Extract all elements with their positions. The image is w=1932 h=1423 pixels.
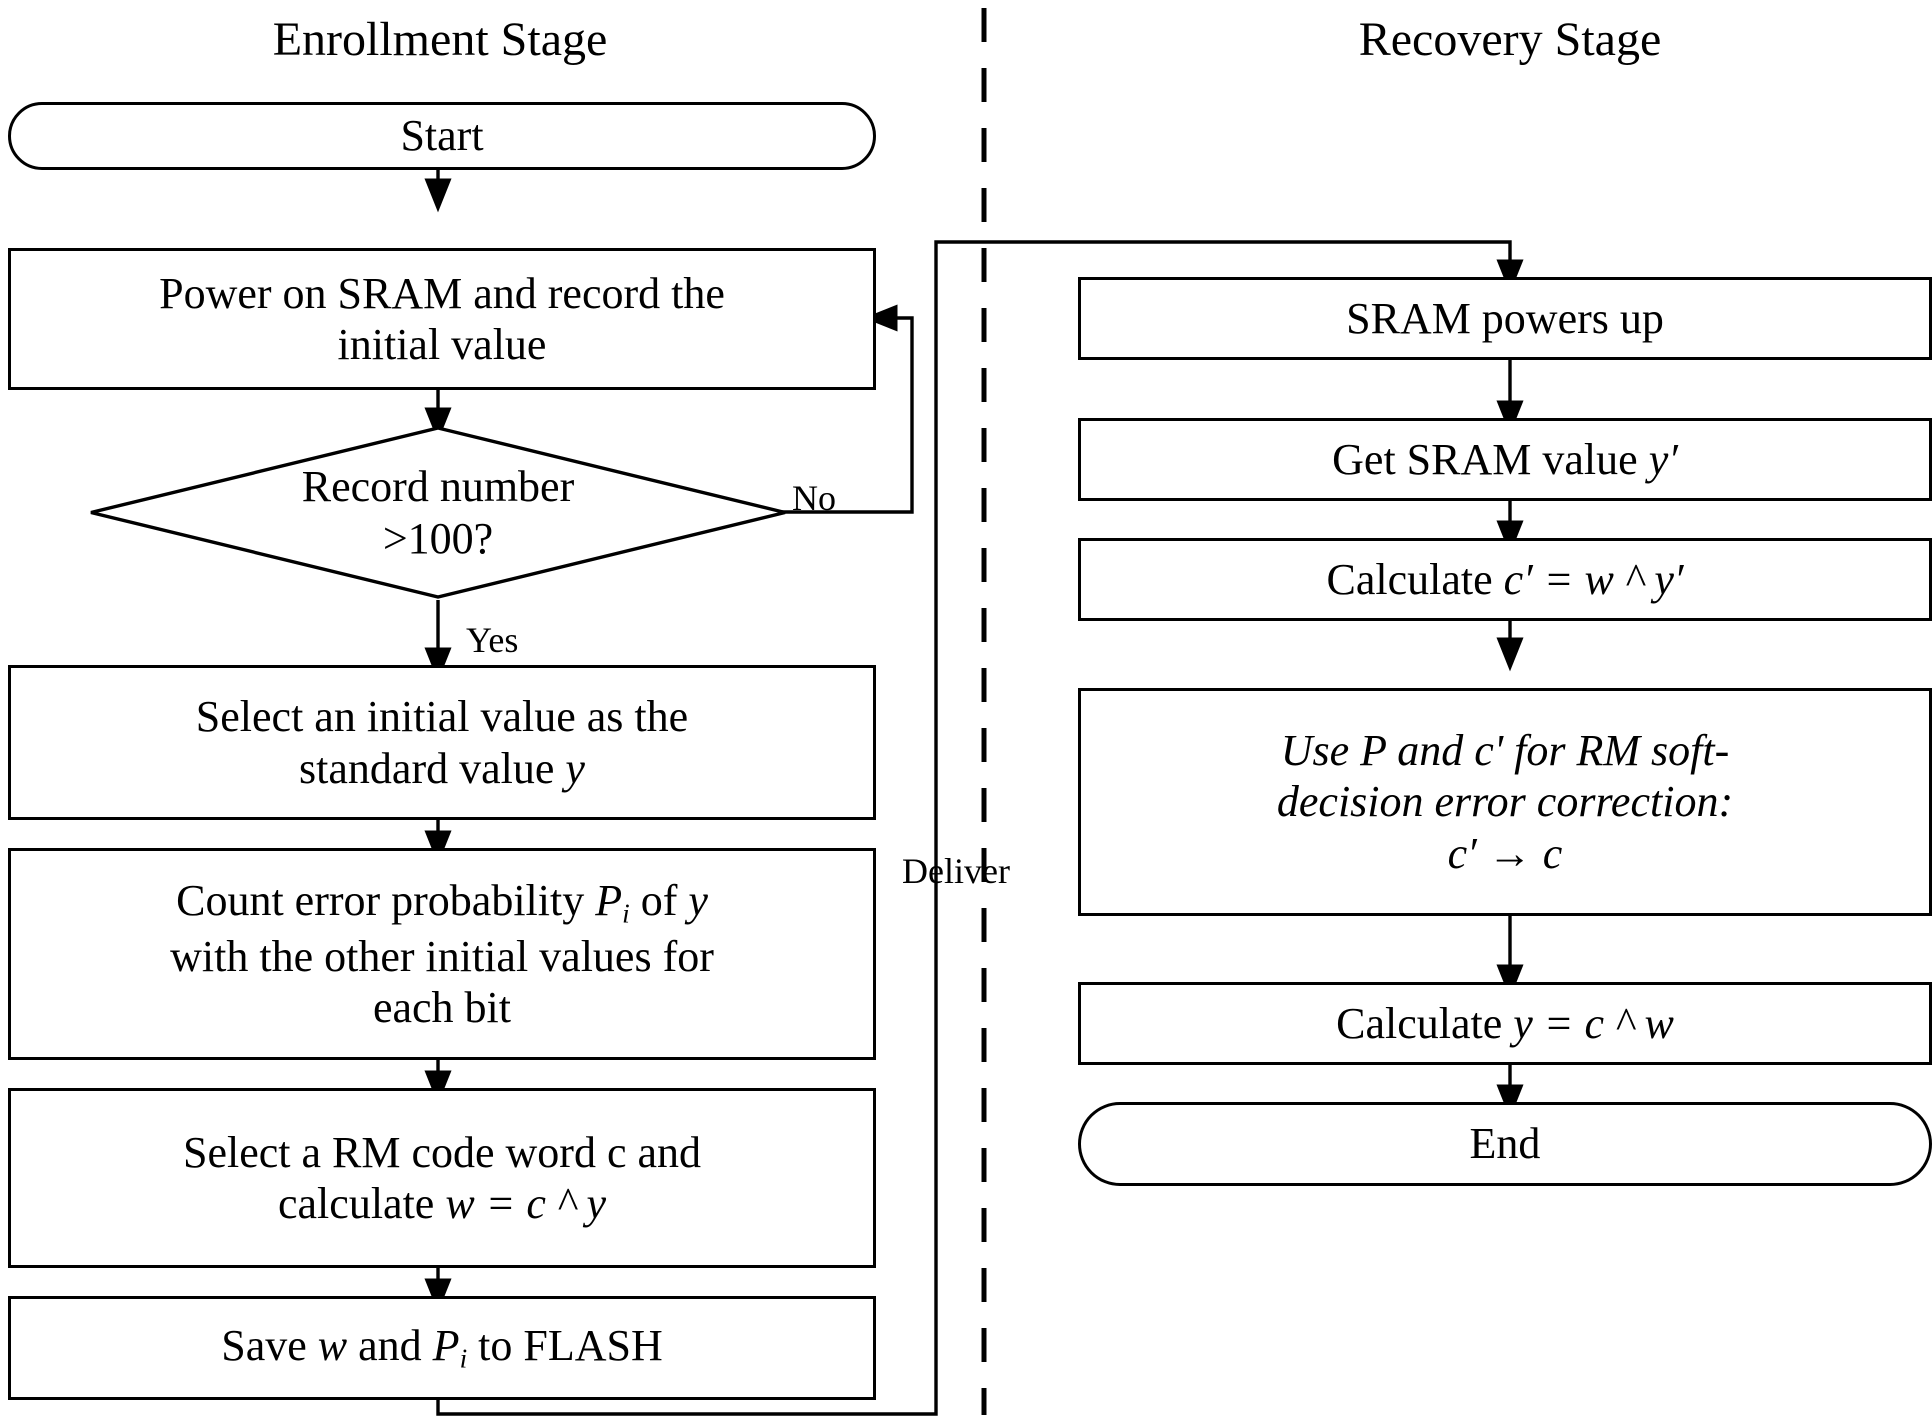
select-rm-line1: Select a RM code word c and xyxy=(182,1127,702,1177)
count-error-line2: with the other initial values for xyxy=(170,931,714,981)
node-count-error-probability[interactable]: Count error probability Pi of y with the… xyxy=(8,848,876,1060)
rm-line1: Use P and c' for RM soft- xyxy=(1280,726,1730,776)
node-get-sram-value[interactable]: Get SRAM value y′ xyxy=(1078,418,1932,501)
calculate-y-formula: y = c ^ w xyxy=(1513,998,1674,1048)
get-sram-pre: Get SRAM value xyxy=(1332,434,1649,484)
calculate-c-pre: Calculate xyxy=(1326,554,1504,604)
rm-line2: decision error correction: xyxy=(1276,777,1734,827)
node-start[interactable]: Start xyxy=(8,102,876,170)
node-select-rm-code-word[interactable]: Select a RM code word c and calculate w … xyxy=(8,1088,876,1268)
node-power-on-line2: initial value xyxy=(337,320,547,369)
node-calculate-c-prime[interactable]: Calculate c′ = w ^ y′ xyxy=(1078,538,1932,621)
sram-powers-up-label: SRAM powers up xyxy=(1346,293,1664,343)
diamond-shape xyxy=(90,426,786,599)
count-error-line3: each bit xyxy=(372,982,512,1032)
node-rm-soft-decision[interactable]: Use P and c' for RM soft- decision error… xyxy=(1078,688,1932,916)
save-sub-i: i xyxy=(459,1343,468,1374)
count-error-var-y: y xyxy=(688,876,708,926)
select-rm-line2-pre: calculate xyxy=(278,1179,446,1228)
node-calculate-y[interactable]: Calculate y = c ^ w xyxy=(1078,982,1932,1065)
edge-label-yes: Yes xyxy=(466,620,519,660)
enrollment-stage-title: Enrollment Stage xyxy=(272,13,608,66)
node-power-on-sram[interactable]: Power on SRAM and record the initial val… xyxy=(8,248,876,390)
node-save-to-flash[interactable]: Save w and Pi to FLASH xyxy=(8,1296,876,1400)
count-error-line1-mid: of xyxy=(629,876,689,926)
select-initial-var-y: y xyxy=(565,743,585,793)
node-select-initial-value[interactable]: Select an initial value as the standard … xyxy=(8,665,876,820)
count-error-var-p: P xyxy=(595,876,623,926)
get-sram-var-yprime: y′ xyxy=(1648,434,1678,484)
node-record-number-decision[interactable]: Record number >100? xyxy=(88,425,788,600)
node-start-label: Start xyxy=(400,111,484,161)
count-error-line1-pre: Count error probability xyxy=(176,876,596,926)
save-post: to FLASH xyxy=(467,1321,663,1371)
save-mid: and xyxy=(347,1321,433,1371)
calculate-y-pre: Calculate xyxy=(1336,998,1514,1048)
edge-label-deliver: Deliver xyxy=(902,851,1010,891)
node-sram-powers-up[interactable]: SRAM powers up xyxy=(1078,277,1932,360)
node-power-on-line1: Power on SRAM and record the xyxy=(159,268,725,318)
calculate-c-formula: c′ = w ^ y′ xyxy=(1503,554,1684,604)
edge-label-no: No xyxy=(792,478,836,518)
count-error-sub-i: i xyxy=(622,898,630,929)
rm-line3: c′ → c xyxy=(1447,828,1563,878)
select-initial-line1: Select an initial value as the xyxy=(195,692,689,742)
node-end[interactable]: End xyxy=(1078,1102,1932,1186)
select-rm-formula: w = c ^ y xyxy=(445,1179,606,1228)
recovery-stage-title: Recovery Stage xyxy=(1358,13,1662,66)
node-end-label: End xyxy=(1469,1119,1541,1169)
select-initial-line2-pre: standard value xyxy=(299,743,566,793)
save-pre: Save xyxy=(221,1321,318,1371)
save-var-w: w xyxy=(317,1321,348,1371)
save-var-p: P xyxy=(432,1321,460,1371)
